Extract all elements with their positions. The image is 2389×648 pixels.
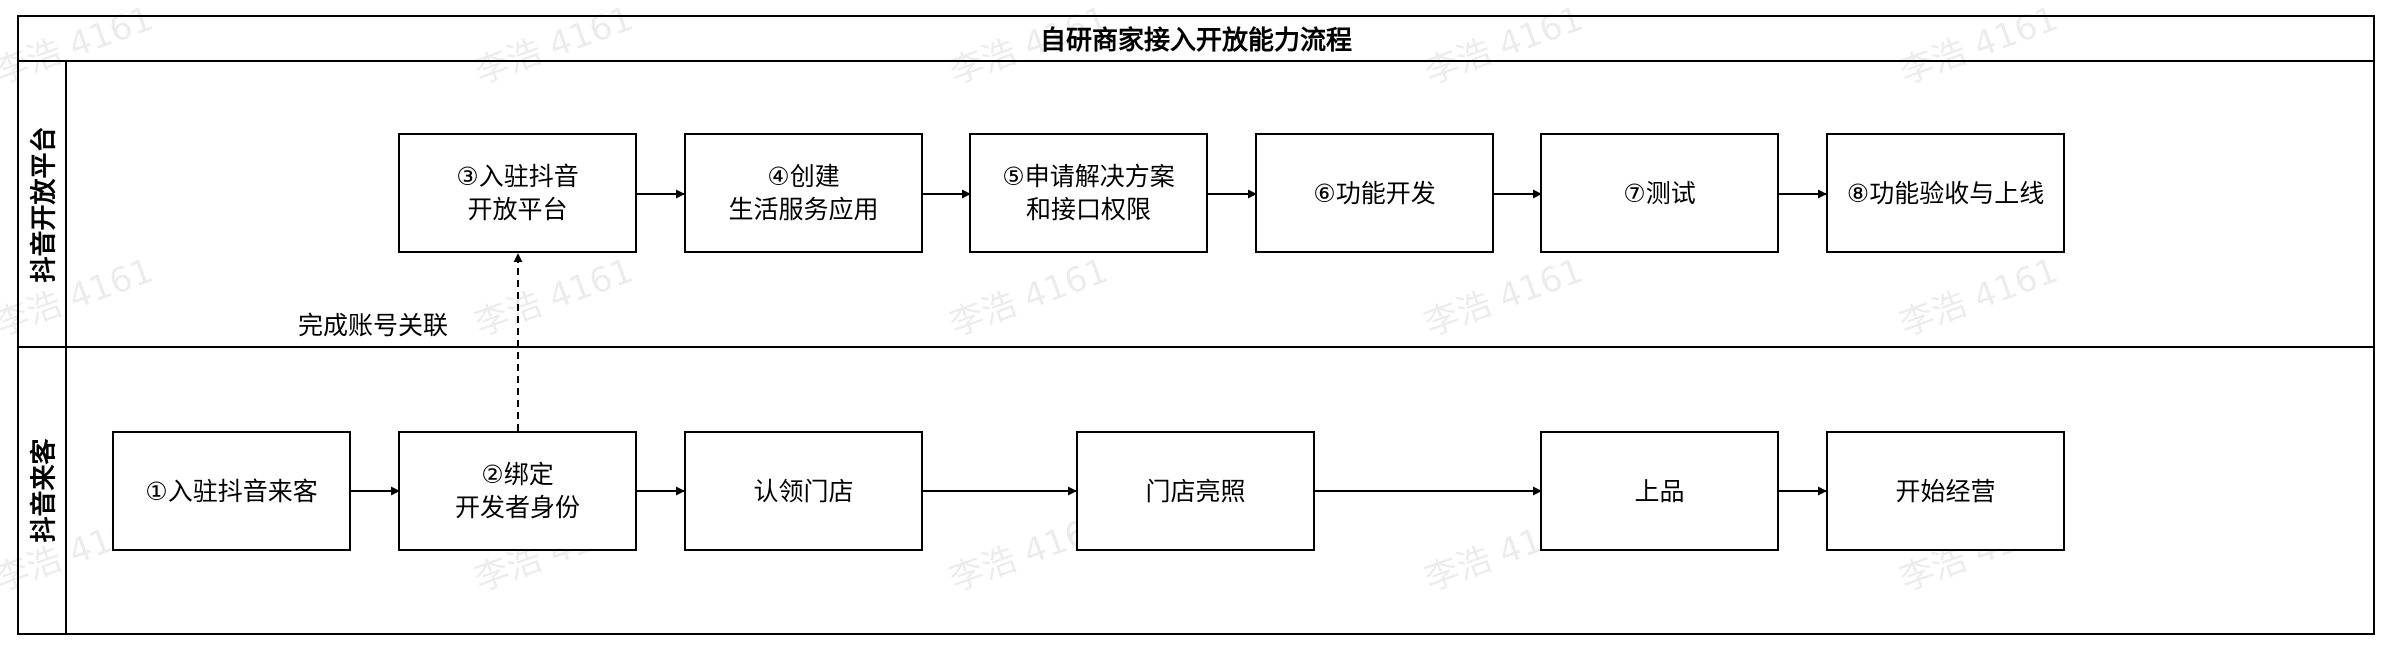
- node-step7-test: ⑦测试: [1540, 133, 1779, 253]
- lane-header-column: [17, 60, 67, 635]
- node-start-business: 开始经营: [1826, 431, 2065, 551]
- node-step3-onboard-platform: ③入驻抖音 开放平台: [398, 133, 637, 253]
- node-step8-accept-launch: ⑧功能验收与上线: [1826, 133, 2065, 253]
- node-step5-apply-permission: ⑤申请解决方案 和接口权限: [969, 133, 1208, 253]
- node-step6-develop: ⑥功能开发: [1255, 133, 1494, 253]
- node-store-license: 门店亮照: [1076, 431, 1315, 551]
- node-step2-bind-developer: ②绑定 开发者身份: [398, 431, 637, 551]
- node-step4-create-app: ④创建 生活服务应用: [684, 133, 923, 253]
- edge-label-account-link: 完成账号关联: [298, 311, 449, 340]
- node-step1-onboard-laike: ①入驻抖音来客: [112, 431, 351, 551]
- node-listing: 上品: [1540, 431, 1779, 551]
- node-claim-store: 认领门店: [684, 431, 923, 551]
- diagram-title: 自研商家接入开放能力流程: [1039, 26, 1352, 56]
